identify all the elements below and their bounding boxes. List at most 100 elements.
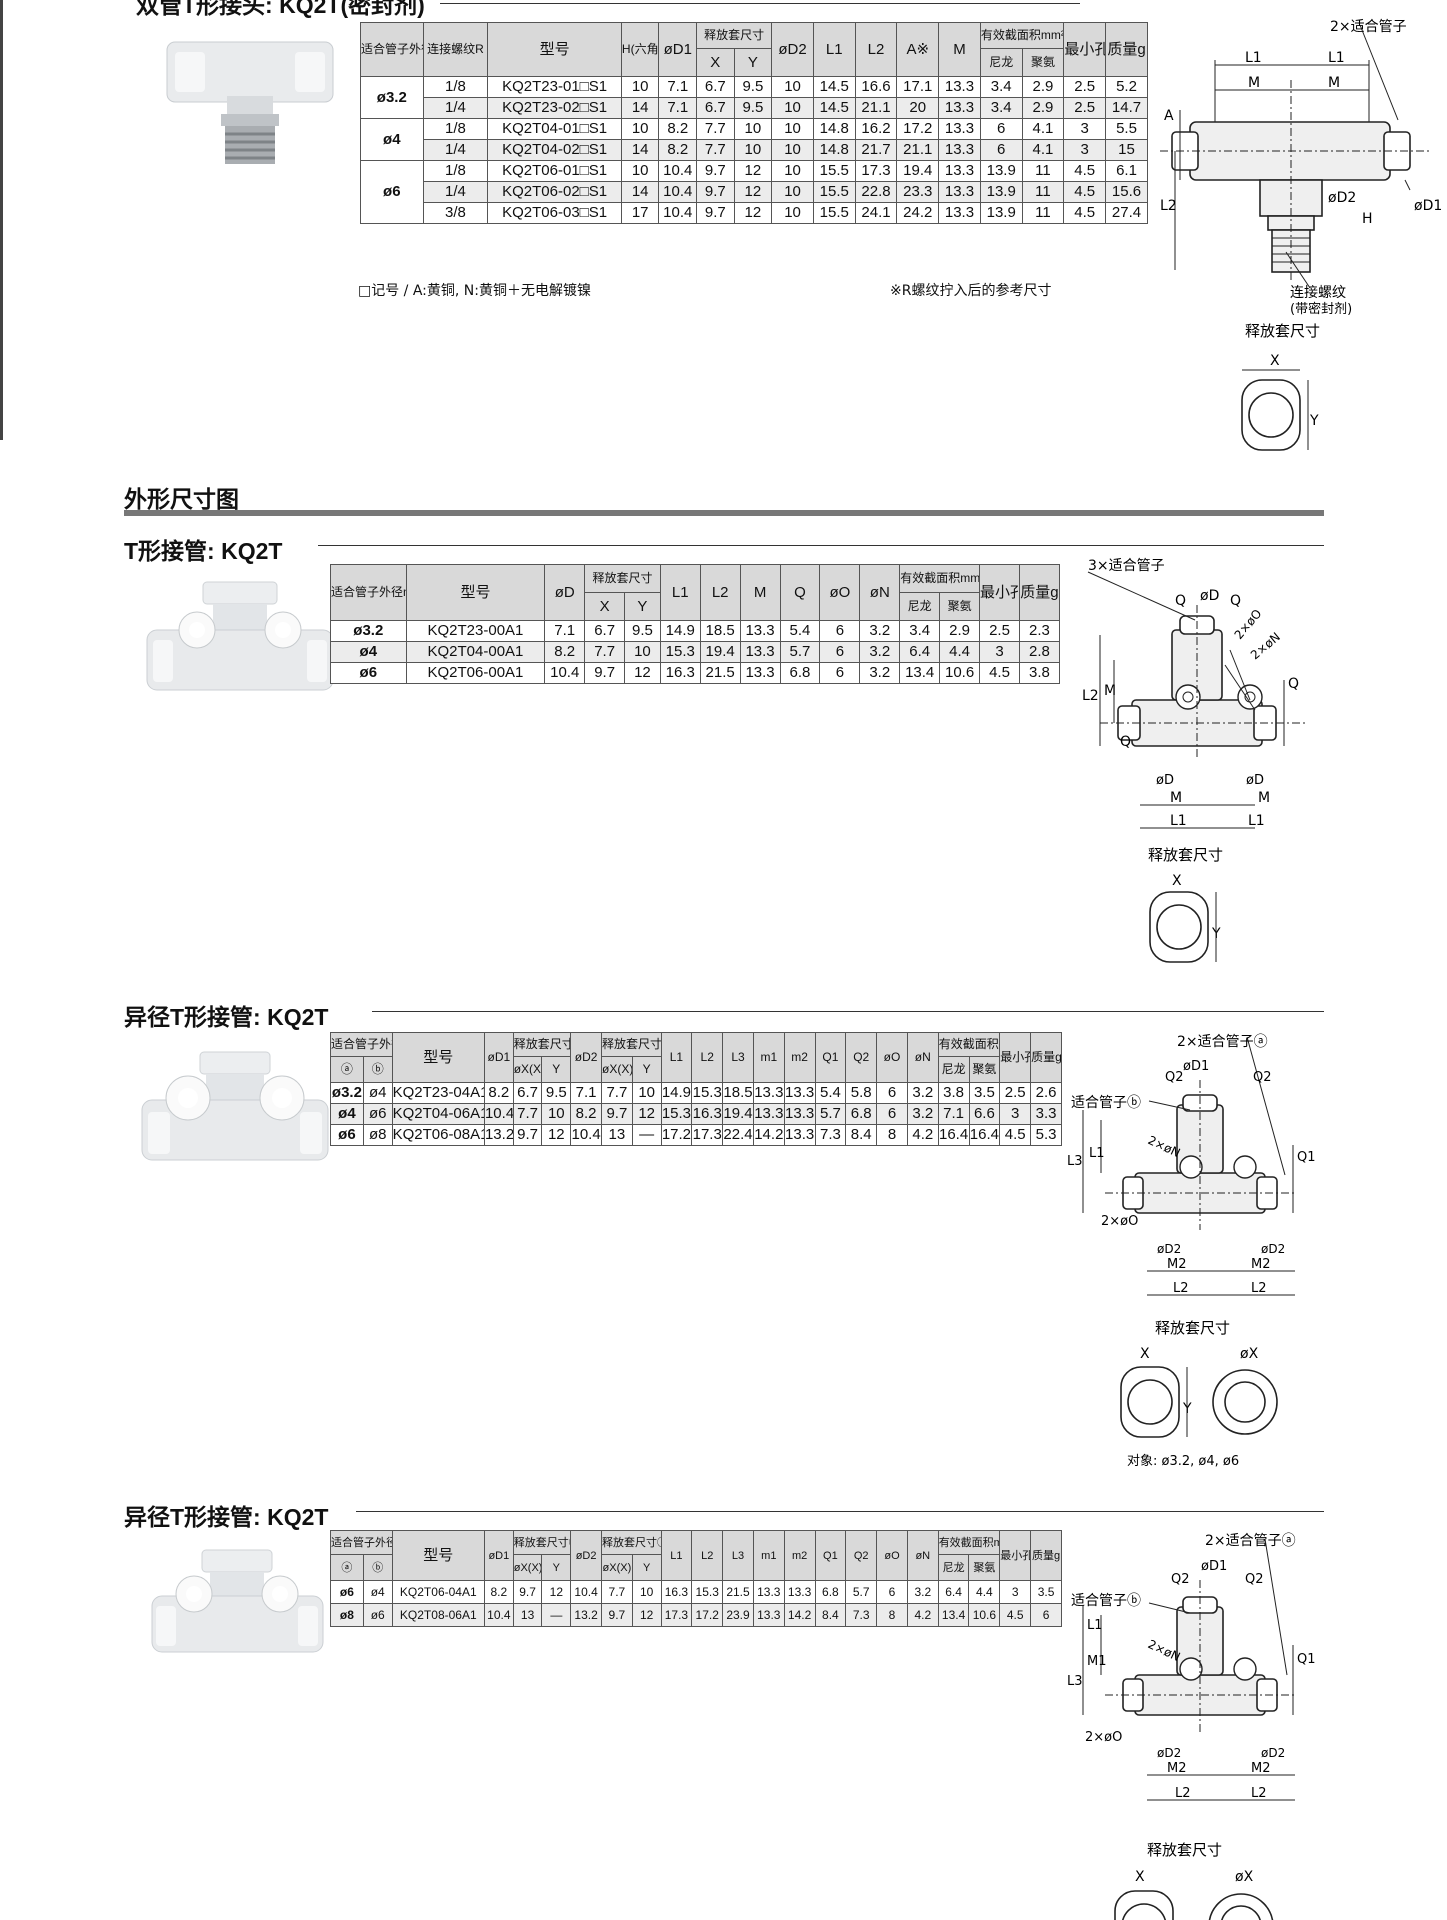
t3-th-d2: øD2 [570, 1032, 602, 1083]
table-note-material: □记号 / A:黄铜, N:黄铜＋无电解镀镍 [358, 283, 591, 299]
table-cell: 24.1 [854, 202, 898, 224]
table-cell: 17.3 [854, 160, 898, 182]
table-cell: 3.2 [906, 1082, 939, 1104]
table-cell: KQ2T23-02□S1 [487, 97, 622, 119]
table-cell: 15.5 [812, 181, 856, 203]
d4-release-sleeve-icon [1114, 1890, 1174, 1920]
table-cell: 3.2 [859, 620, 901, 642]
table-cell: 10 [771, 181, 814, 203]
table-cell: 7.7 [600, 1580, 633, 1604]
t2-th-m: M [739, 564, 781, 621]
table-cell: 4.2 [906, 1124, 939, 1146]
table-cell: 18.5 [699, 620, 741, 642]
table-cell: KQ2T08-06A1 [391, 1603, 485, 1627]
table-cell: 16.3 [660, 1580, 693, 1604]
table-cell: 6 [876, 1580, 908, 1604]
d1-l1-right: L1 [1328, 50, 1345, 66]
table-cell: 3.3 [1030, 1103, 1062, 1125]
d3-release-sleeve-icon [1120, 1366, 1188, 1438]
table-cell: 6.7 [696, 76, 735, 98]
table-cell: 14.9 [659, 620, 701, 642]
d1-l1-left: L1 [1245, 50, 1262, 66]
table-cell: 18.5 [722, 1082, 754, 1104]
table-cell: 6 [1030, 1603, 1062, 1627]
t4-th-q2: Q2 [845, 1530, 878, 1581]
table-cell: 10 [631, 1082, 662, 1104]
t4-th-by: Y [631, 1554, 662, 1581]
table-cell: — [541, 1603, 572, 1627]
t2-th-release: 释放套尺寸 [584, 564, 661, 593]
th-l1: L1 [812, 22, 856, 77]
th-nylon: 尼龙 [979, 48, 1023, 77]
section-title-3: 异径T形接管: KQ2T [124, 1004, 329, 1030]
t2-th-o: øO [819, 564, 861, 621]
table-cell: 7.7 [512, 1103, 543, 1125]
d2-tube-label: 3×适合管子 [1088, 558, 1165, 574]
table-cell: 4.4 [939, 641, 981, 663]
d3-l2-right: L2 [1251, 1281, 1267, 1296]
table-cell: 10 [620, 160, 660, 182]
table-cell: 9.7 [696, 181, 735, 203]
table-cell: 13.2 [570, 1603, 602, 1627]
d3-q2-right: Q2 [1253, 1070, 1272, 1085]
t2-th-x: X [584, 592, 626, 621]
d4-m1: M1 [1087, 1654, 1107, 1669]
fitting-photo-union-tee [146, 581, 334, 691]
d1-y: Y [1309, 413, 1319, 429]
d2-d-left: øD [1156, 773, 1174, 788]
d1-thread-sub: (带密封剂) [1290, 301, 1352, 317]
table-cell: 22.4 [722, 1124, 754, 1146]
table-cell: 9.7 [584, 662, 626, 684]
table-cell: 13.3 [783, 1103, 816, 1125]
table-cell: 23.3 [896, 181, 940, 203]
table-cell: KQ2T06-00A1 [405, 662, 546, 684]
table-cell: 16.3 [659, 662, 701, 684]
table-cell: 7.7 [600, 1082, 633, 1104]
table-cell: 3 [979, 641, 1020, 663]
t4-th-nylon: 尼龙 [937, 1554, 970, 1581]
table-cell: 17.1 [896, 76, 940, 98]
table-cell: 7.1 [570, 1082, 602, 1104]
table-cell: 9.7 [696, 202, 735, 224]
d1-h: H [1362, 211, 1373, 227]
th-model: 型号 [487, 22, 622, 77]
t3-th-model: 型号 [391, 1032, 485, 1083]
table-cell: 16.4 [968, 1124, 1001, 1146]
t2-th-model: 型号 [405, 564, 546, 621]
table-cell: ø4 [362, 1082, 393, 1104]
table-cell: ø8 [330, 1603, 364, 1627]
d2-d-right: øD [1246, 773, 1264, 788]
table-cell: 13.3 [938, 139, 981, 161]
table-cell: 3 [1063, 139, 1107, 161]
table-cell: 7.7 [696, 139, 735, 161]
table-cell: 10 [771, 97, 814, 119]
table-cell: 27.4 [1105, 202, 1148, 224]
table-cell: 11 [1021, 160, 1065, 182]
table-cell: 9.5 [733, 97, 773, 119]
table-cell: 13 [512, 1603, 543, 1627]
d3-d1: øD1 [1183, 1059, 1209, 1074]
table-cell: 13.3 [938, 76, 981, 98]
table-cell: 7.7 [696, 118, 735, 140]
table-cell: 14.8 [812, 118, 856, 140]
d3-m2-right: M2 [1251, 1257, 1271, 1272]
d4-l2-right: L2 [1251, 1786, 1267, 1801]
table-cell: 10 [624, 641, 661, 663]
t3-th-by: Y [631, 1056, 662, 1083]
table-cell: 6.8 [779, 662, 821, 684]
t4-th-m2: m2 [783, 1530, 816, 1581]
d3-x: X [1140, 1346, 1150, 1362]
table-cell: 8 [876, 1603, 908, 1627]
table-cell: 10.6 [968, 1603, 1001, 1627]
table-cell: 14.5 [812, 97, 856, 119]
table-cell-group: ø4 [360, 118, 424, 161]
table-cell: 6 [819, 641, 861, 663]
table-cell: 10 [733, 139, 773, 161]
t2-th-l1: L1 [659, 564, 701, 621]
d1-thread-label: 连接螺纹 [1290, 284, 1346, 301]
table-cell: 6.7 [512, 1082, 543, 1104]
section-rule-1 [440, 3, 1080, 4]
